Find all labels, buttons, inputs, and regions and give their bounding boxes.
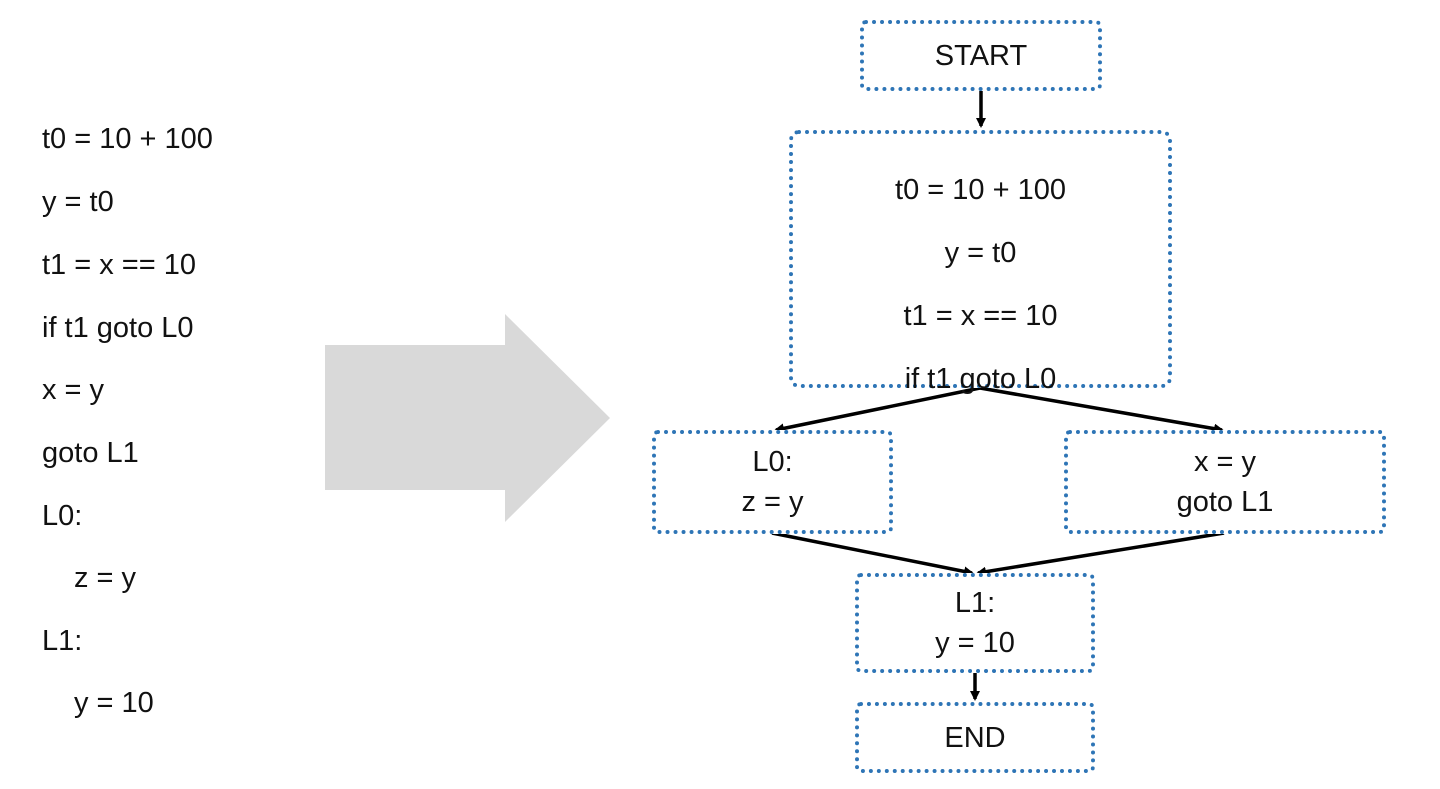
- code-line: t1 = x == 10: [42, 249, 196, 281]
- code-line: x = y: [42, 374, 105, 406]
- else-block-node: x = y goto L1: [1064, 430, 1386, 534]
- end-node: END: [855, 702, 1095, 773]
- node-label: y = t0: [944, 237, 1017, 269]
- node-label: L0:: [752, 446, 793, 478]
- transform-arrow-shape: [325, 314, 610, 522]
- node-label: if t1 goto L0: [904, 363, 1057, 395]
- code-line: if t1 goto L0: [42, 312, 194, 344]
- code-line: y = t0: [42, 186, 114, 218]
- l1-block-node: L1: y = 10: [855, 573, 1095, 673]
- node-label: START: [934, 39, 1028, 72]
- node-label: L1:: [954, 587, 996, 619]
- node-label: END: [944, 721, 1006, 754]
- code-line: goto L1: [42, 437, 139, 469]
- code-listing: t0 = 10 + 100 y = t0 t1 = x == 10 if t1 …: [42, 0, 302, 789]
- edge-l0-to-l1: [771, 531, 974, 577]
- entry-block-node: t0 = 10 + 100 y = t0 t1 = x == 10 if t1 …: [789, 130, 1172, 395]
- edge-else-to-l1: [976, 531, 1225, 577]
- node-label: t1 = x == 10: [903, 300, 1058, 332]
- node-label: x = y: [1193, 446, 1257, 478]
- code-line: z = y: [74, 562, 137, 594]
- code-line: L1:: [42, 625, 83, 657]
- code-line: y = 10: [74, 687, 154, 719]
- code-line: L0:: [42, 500, 83, 532]
- l0-block-node: L0: z = y: [652, 430, 893, 534]
- node-label: goto L1: [1176, 486, 1274, 518]
- transform-arrow-icon: [325, 314, 610, 522]
- node-label: y = 10: [935, 627, 1015, 659]
- code-line: t0 = 10 + 100: [42, 123, 213, 155]
- node-label: z = y: [741, 486, 804, 518]
- node-label: t0 = 10 + 100: [895, 174, 1066, 206]
- start-node: START: [860, 20, 1102, 91]
